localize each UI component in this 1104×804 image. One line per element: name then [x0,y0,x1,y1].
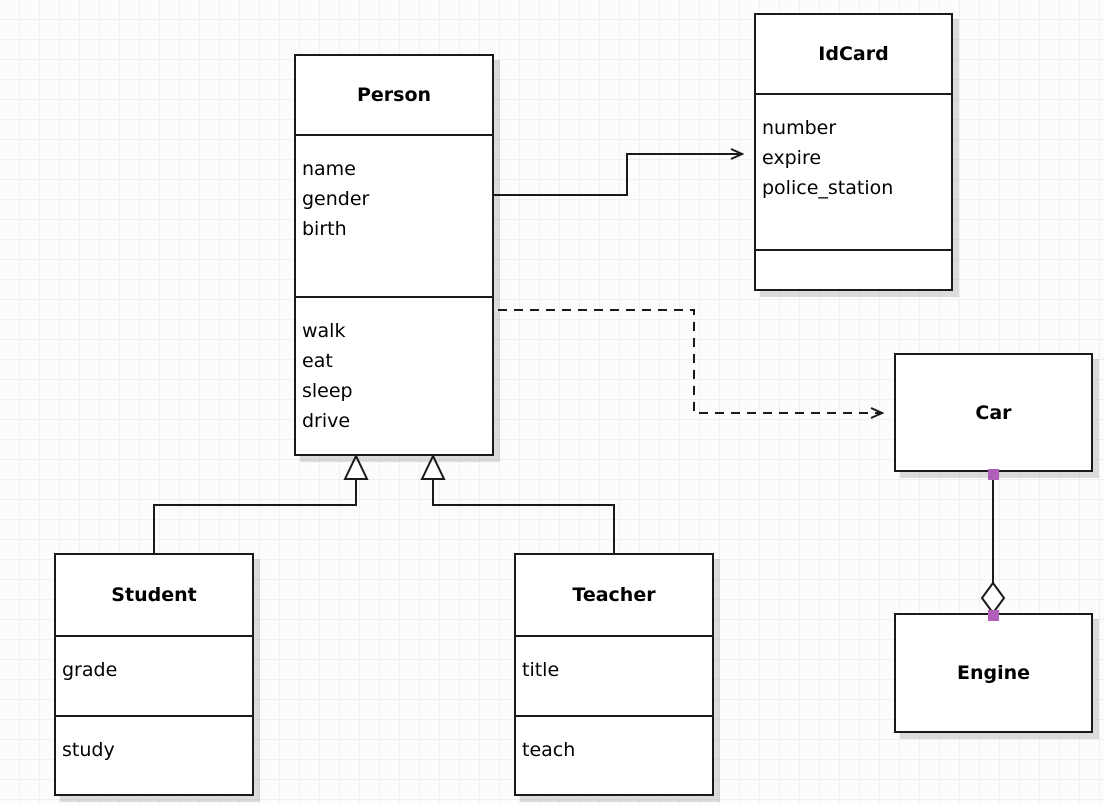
operation-item: walk [302,320,346,342]
attribute-item: number [762,117,837,139]
edge-handle-engine-end[interactable] [988,610,999,621]
attribute-item: gender [302,188,370,210]
edge-person-car[interactable] [498,309,882,413]
attribute-item: title [522,659,560,681]
edge-car-engine[interactable] [980,472,1006,615]
class-box-engine[interactable]: Engine [894,613,1093,733]
class-attributes-teacher: title [516,635,712,715]
operation-item: study [62,739,115,761]
attribute-item: expire [762,147,822,169]
class-attributes-person: name gender birth [296,134,492,296]
attribute-item: name [302,158,356,180]
class-box-teacher[interactable]: Teacher title teach [514,553,714,796]
class-title-student: Student [111,584,197,606]
attribute-item: birth [302,218,347,240]
class-title-person: Person [356,84,432,106]
class-title-engine: Engine [956,662,1031,684]
class-operations-idcard [756,249,951,289]
generalization-triangle-student [343,453,369,480]
operation-item: sleep [302,380,353,402]
edge-student-person[interactable] [153,453,369,553]
class-attributes-student: grade [56,635,252,715]
operation-item: drive [302,410,351,432]
generalization-triangle-teacher [420,453,446,480]
edge-person-idcard[interactable] [494,154,742,196]
class-operations-teacher: teach [516,715,712,794]
class-operations-student: study [56,715,252,794]
class-operations-person: walk eat sleep drive [296,296,492,454]
class-title-teacher: Teacher [572,584,656,606]
class-box-person[interactable]: Person name gender birth walk eat sleep … [294,54,494,456]
class-title-idcard: IdCard [818,43,889,65]
attribute-item: grade [62,659,118,681]
attribute-item: police_station [762,177,894,199]
aggregation-diamond [980,581,1006,615]
class-box-car[interactable]: Car [894,353,1093,472]
class-box-idcard[interactable]: IdCard number expire police_station [754,13,953,291]
class-box-student[interactable]: Student grade study [54,553,254,796]
operation-item: eat [302,350,333,372]
class-attributes-idcard: number expire police_station [756,93,951,249]
edge-handle-car-end[interactable] [988,469,999,480]
class-title-car: Car [975,401,1012,424]
edge-teacher-person[interactable] [420,453,615,553]
operation-item: teach [522,739,576,761]
